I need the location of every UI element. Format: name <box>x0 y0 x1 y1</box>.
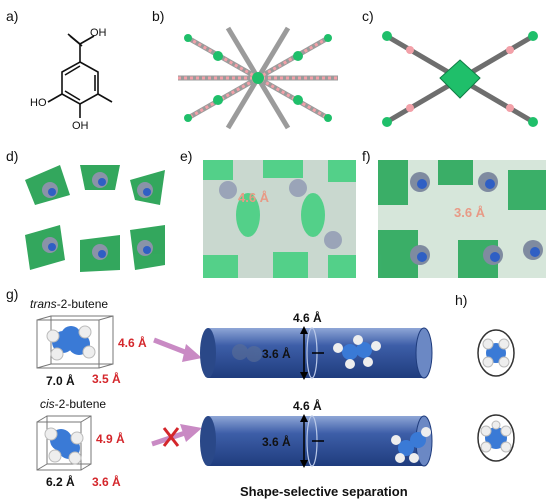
pore-view-e <box>203 160 356 278</box>
cis-length-label: 6.2 Å <box>46 475 75 489</box>
gallic-acid-structure <box>47 33 113 118</box>
tube-bottom-outer-dim: 4.6 Å <box>293 399 322 413</box>
panel-label-a: a) <box>6 8 19 24</box>
oh-bottom-label: OH <box>72 120 89 132</box>
pore-cross-section-trans <box>477 329 515 377</box>
cis-suffix: -2-butene <box>54 397 107 411</box>
panel-label-f: f) <box>362 148 371 164</box>
blocked-arrow <box>151 424 202 447</box>
trans-suffix: -2-butene <box>56 297 109 311</box>
channel-tube-bottom <box>200 414 433 468</box>
caption: Shape-selective separation <box>240 484 408 499</box>
cis-butene-title: cis-2-butene <box>40 397 106 411</box>
panel-label-h: h) <box>455 292 468 308</box>
cis-width-label: 3.6 Å <box>92 475 121 489</box>
cis-prefix: cis <box>40 397 55 411</box>
trans-butene-box <box>36 315 114 369</box>
channel-tube-top <box>200 326 433 380</box>
cooh-label: OH <box>90 27 107 39</box>
trans-butene-title: trans-2-butene <box>30 297 108 311</box>
trans-height-label: 4.6 Å <box>118 336 147 350</box>
tube-bottom-inner-dim: 3.6 Å <box>262 435 291 449</box>
cis-butene-box <box>36 415 92 471</box>
trans-width-label: 3.5 Å <box>92 372 121 386</box>
panel-label-d: d) <box>6 148 19 164</box>
pore-view-f <box>378 160 546 278</box>
metal-node-image <box>382 31 538 127</box>
pore-dim-e: 4.6 Å <box>238 190 270 205</box>
tube-top-inner-dim: 3.6 Å <box>262 347 291 361</box>
pore-dim-f: 3.6 Å <box>454 205 486 220</box>
pass-arrow <box>153 337 202 362</box>
panel-label-c: c) <box>362 8 374 24</box>
pore-cross-section-cis <box>477 414 515 462</box>
framework-network-image <box>178 26 338 130</box>
trans-length-label: 7.0 Å <box>46 374 75 388</box>
panel-label-b: b) <box>152 8 165 24</box>
trans-prefix: trans <box>30 297 57 311</box>
tube-top-outer-dim: 4.6 Å <box>293 311 322 325</box>
panel-label-g: g) <box>6 286 19 302</box>
panel-label-e: e) <box>180 148 193 164</box>
cis-height-label: 4.9 Å <box>96 432 125 446</box>
ho-left-label: HO <box>30 97 47 109</box>
pore-view-d <box>20 160 170 278</box>
